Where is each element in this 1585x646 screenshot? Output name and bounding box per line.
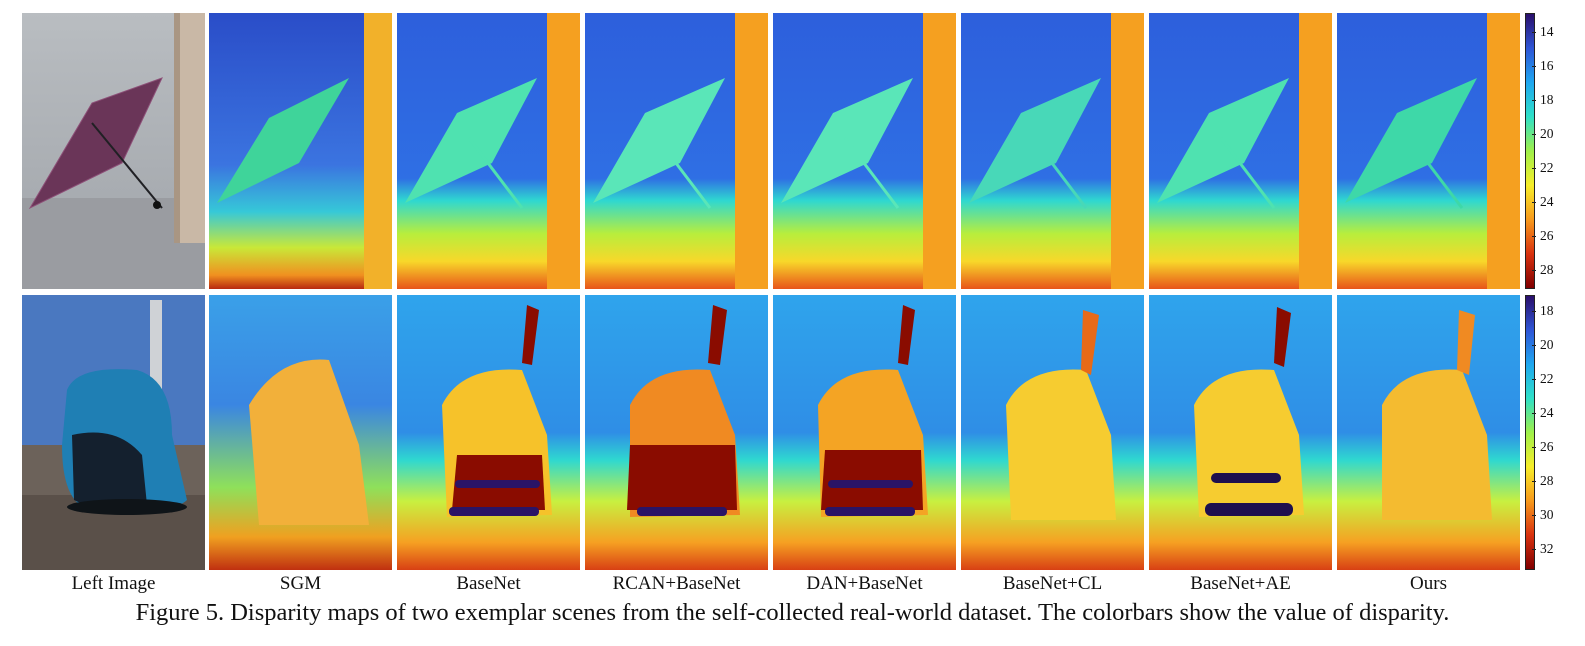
colorbar-tick-mark — [1532, 549, 1536, 550]
disparity-map — [585, 295, 768, 570]
row1-sgm — [209, 13, 392, 289]
colorbar-tick-label: 22 — [1540, 160, 1554, 175]
row2-basenet — [397, 295, 580, 570]
figure-caption: Figure 5. Disparity maps of two exemplar… — [135, 599, 1450, 626]
row2-colorbar — [1525, 295, 1535, 570]
colorbar-tick-mark — [1532, 311, 1536, 312]
column-label-left-image: Left Image — [71, 573, 156, 594]
column-label-ours: Ours — [1410, 573, 1447, 594]
disparity-map — [1149, 295, 1332, 570]
colorbar-tick-mark — [1532, 379, 1536, 380]
column-label-basenet-ae: BaseNet+AE — [1190, 573, 1291, 594]
colorbar-tick-mark — [1532, 236, 1536, 237]
colorbar-tick-label: 24 — [1540, 405, 1554, 420]
disparity-map — [961, 13, 1144, 289]
row1-basenet-ae — [1149, 13, 1332, 289]
disparity-map — [961, 295, 1144, 570]
colorbar-tick-mark — [1532, 345, 1536, 346]
row2-sgm — [209, 295, 392, 570]
column-label-rcan-basenet: RCAN+BaseNet — [612, 573, 741, 594]
colorbar-tick-mark — [1532, 515, 1536, 516]
colorbar-tick-label: 18 — [1540, 92, 1554, 107]
colorbar-tick-label: 26 — [1540, 439, 1554, 454]
colorbar-tick-mark — [1532, 202, 1536, 203]
disparity-map — [773, 295, 956, 570]
disparity-map — [773, 13, 956, 289]
row1-dan-basenet — [773, 13, 956, 289]
colorbar-tick-mark — [1532, 413, 1536, 414]
row1-basenet-cl — [961, 13, 1144, 289]
sgm-disparity-map — [209, 13, 392, 289]
column-label-basenet-cl: BaseNet+CL — [1002, 573, 1103, 594]
colorbar-tick-label: 26 — [1540, 228, 1554, 243]
colorbar-tick-label: 14 — [1540, 24, 1554, 39]
row1-left-image — [22, 13, 205, 289]
colorbar-tick-label: 22 — [1540, 371, 1554, 386]
backpack-photo — [22, 295, 205, 570]
disparity-map — [1337, 295, 1520, 570]
row2-dan-basenet — [773, 295, 956, 570]
row2-basenet-cl — [961, 295, 1144, 570]
colorbar-tick-mark — [1532, 32, 1536, 33]
disparity-map — [1149, 13, 1332, 289]
row2-rcan-basenet — [585, 295, 768, 570]
row2-ours — [1337, 295, 1520, 570]
disparity-map — [397, 295, 580, 570]
umbrella-photo — [22, 13, 205, 289]
colorbar-tick-label: 28 — [1540, 473, 1554, 488]
colorbar-tick-label: 24 — [1540, 194, 1554, 209]
colorbar-tick-label: 20 — [1540, 337, 1554, 352]
disparity-map — [1337, 13, 1520, 289]
colorbar-tick-mark — [1532, 168, 1536, 169]
row1-rcan-basenet — [585, 13, 768, 289]
row1-basenet — [397, 13, 580, 289]
colorbar-tick-label: 18 — [1540, 303, 1554, 318]
colorbar-tick-mark — [1532, 66, 1536, 67]
colorbar-tick-mark — [1532, 447, 1536, 448]
row1-colorbar — [1525, 13, 1535, 289]
colorbar-tick-label: 32 — [1540, 541, 1554, 556]
column-label-basenet: BaseNet — [456, 573, 521, 594]
disparity-map — [585, 13, 768, 289]
colorbar-tick-mark — [1532, 270, 1536, 271]
colorbar-tick-mark — [1532, 134, 1536, 135]
row1-ours — [1337, 13, 1520, 289]
colorbar-tick-mark — [1532, 100, 1536, 101]
colorbar-tick-mark — [1532, 481, 1536, 482]
colorbar-tick-label: 28 — [1540, 262, 1554, 277]
column-label-sgm: SGM — [279, 573, 322, 594]
row2-basenet-ae — [1149, 295, 1332, 570]
colorbar-tick-label: 20 — [1540, 126, 1554, 141]
row2-left-image — [22, 295, 205, 570]
colorbar-tick-label: 30 — [1540, 507, 1554, 522]
colorbar-tick-label: 16 — [1540, 58, 1554, 73]
disparity-map — [397, 13, 580, 289]
sgm-disparity-map — [209, 295, 392, 570]
column-label-dan-basenet: DAN+BaseNet — [806, 573, 923, 594]
